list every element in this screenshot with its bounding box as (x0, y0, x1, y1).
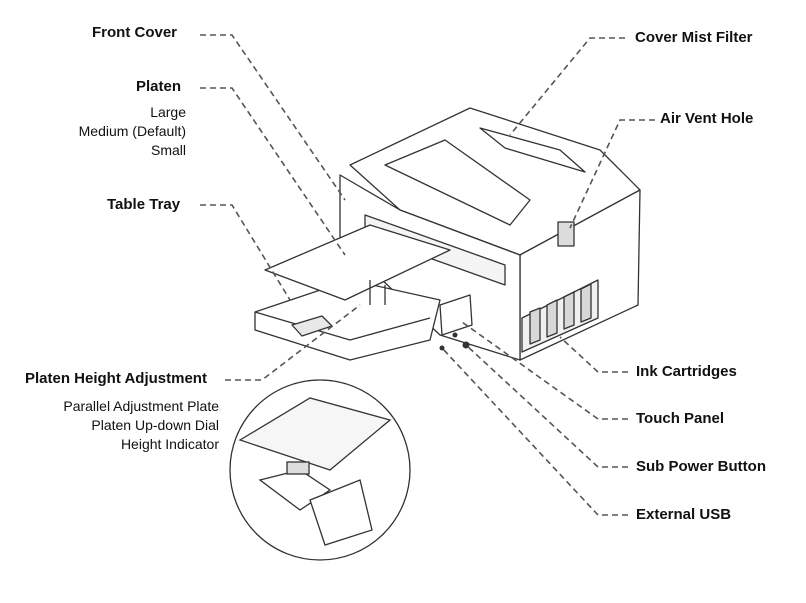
label-sub-power-button: Sub Power Button (636, 458, 766, 475)
label-platen: Platen (136, 78, 182, 95)
leader-external-usb (441, 347, 628, 516)
label-ink-cartridges: Ink Cartridges (636, 363, 737, 380)
platen-size-medium: Medium (Default) (78, 123, 186, 139)
leader-platen (200, 87, 346, 256)
leader-front-cover (200, 34, 346, 201)
top-recess (384, 139, 531, 226)
label-table-tray: Table Tray (107, 196, 181, 213)
leader-touch-panel (461, 321, 628, 420)
platen-size-large: Large (150, 104, 186, 120)
part-parallel-adjustment-plate: Parallel Adjustment Plate (63, 398, 219, 414)
part-platen-up-down-dial: Platen Up-down Dial (91, 417, 219, 433)
label-external-usb: External USB (636, 506, 732, 523)
leader-cover-mist-filter (509, 37, 625, 136)
part-height-indicator: Height Indicator (120, 436, 219, 452)
leader-platen-height (225, 304, 361, 381)
touch-panel-screen (439, 294, 473, 336)
height-parts-list: Parallel Adjustment Plate Platen Up-down… (63, 397, 219, 454)
label-touch-panel: Touch Panel (636, 410, 725, 427)
cover-mist-filter-panel (479, 127, 586, 173)
label-front-cover: Front Cover (92, 24, 178, 41)
platen-size-small: Small (150, 142, 186, 158)
leader-table-tray (200, 204, 291, 301)
label-platen-height-adjustment: Platen Height Adjustment (25, 370, 207, 387)
leader-sub-power (465, 344, 628, 468)
platen-sizes-list: Large Medium (Default) Small (79, 103, 186, 160)
leader-air-vent (569, 119, 655, 229)
label-air-vent-hole: Air Vent Hole (660, 110, 754, 127)
label-cover-mist-filter: Cover Mist Filter (635, 29, 753, 46)
leader-ink-cartridges (559, 336, 628, 373)
height-adjustment-inset (229, 379, 411, 561)
